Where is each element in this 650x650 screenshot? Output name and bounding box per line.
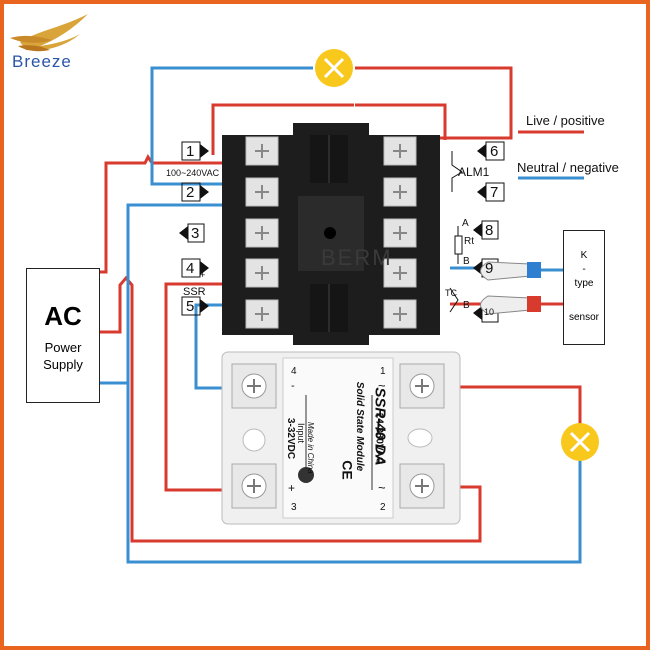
ssr-label: SSR (183, 286, 206, 298)
alarm-label: ALM1 (458, 165, 490, 179)
terminal-1-label: 1 (186, 143, 195, 160)
ssr-tilde-top: ~ (378, 378, 386, 393)
terminal-7-label: 7 (490, 184, 499, 201)
sensor-line2: - (582, 264, 586, 275)
legend-neutral-label: Neutral / negative (517, 160, 619, 175)
ssr-term-2: 2 (380, 502, 386, 513)
ssr-origin: Made in China (306, 422, 315, 474)
terminal-3-label: 3 (191, 225, 200, 242)
ac-title: AC (44, 301, 82, 331)
terminal-5-label: 5 (186, 298, 195, 315)
ssr-minus-sign: - (291, 380, 295, 392)
ssr-term-4: 4 (291, 366, 297, 377)
sensor-line1: K (580, 250, 588, 261)
terminal-arrow-icons (179, 144, 486, 320)
breeze-logo-icon (10, 14, 88, 52)
ac-subtitle-line2: Supply (43, 357, 83, 372)
ssr-output-voltage: 24-380VAC (373, 412, 385, 465)
ssr-minus: - (200, 300, 203, 310)
sensor-line3: type (574, 278, 594, 289)
a-label: A (462, 218, 469, 229)
terminal-6-label: 6 (490, 143, 499, 160)
tc-label: TC (445, 288, 457, 298)
terminal-8-label: 8 (485, 222, 494, 239)
k-type-sensor: K - type sensor (563, 230, 605, 345)
wires-live (98, 66, 582, 543)
ssr-plus: + (200, 270, 206, 280)
ac-power-supply: AC Power Supply (26, 268, 100, 403)
terminal-4-label: 4 (186, 260, 195, 277)
b-label: B (463, 256, 470, 267)
lamp-right-icon (561, 423, 599, 461)
ssr-input-voltage: 3-32VDC (285, 417, 297, 460)
brand-name: Breeze (12, 52, 72, 71)
rt-label: Rt (464, 236, 474, 247)
ssr-plus-sign: + (288, 481, 296, 495)
ssr-ce-mark: CE (339, 460, 356, 480)
sensor-line4: sensor (568, 312, 599, 323)
terminal-10-label: 10 (484, 307, 495, 317)
ssr-module-body (221, 351, 461, 525)
terminal-2-label: 2 (186, 184, 195, 201)
ssr-tilde-bottom: ~ (378, 480, 386, 495)
ssr-input-label: Input (296, 422, 307, 444)
wires-neutral (98, 66, 582, 564)
screw-cross-icons (255, 144, 407, 321)
b2-label: B (463, 300, 470, 311)
ssr-term-3: 3 (291, 502, 297, 513)
controller-watermark: BERM (321, 245, 393, 270)
ssr-desc: Solid State Module (354, 381, 366, 472)
controller-screws-right (383, 136, 417, 329)
terminal-9-label: 9 (485, 260, 494, 277)
lamp-top-icon (315, 49, 353, 87)
voltage-label: 100~240VAC (166, 168, 220, 178)
terminal-label-boxes (181, 141, 505, 323)
ssr-term-1: 1 (380, 366, 386, 377)
sensor-lugs (480, 261, 563, 315)
legend-live-label: Live / positive (526, 113, 605, 128)
ac-subtitle-line1: Power (44, 340, 82, 355)
